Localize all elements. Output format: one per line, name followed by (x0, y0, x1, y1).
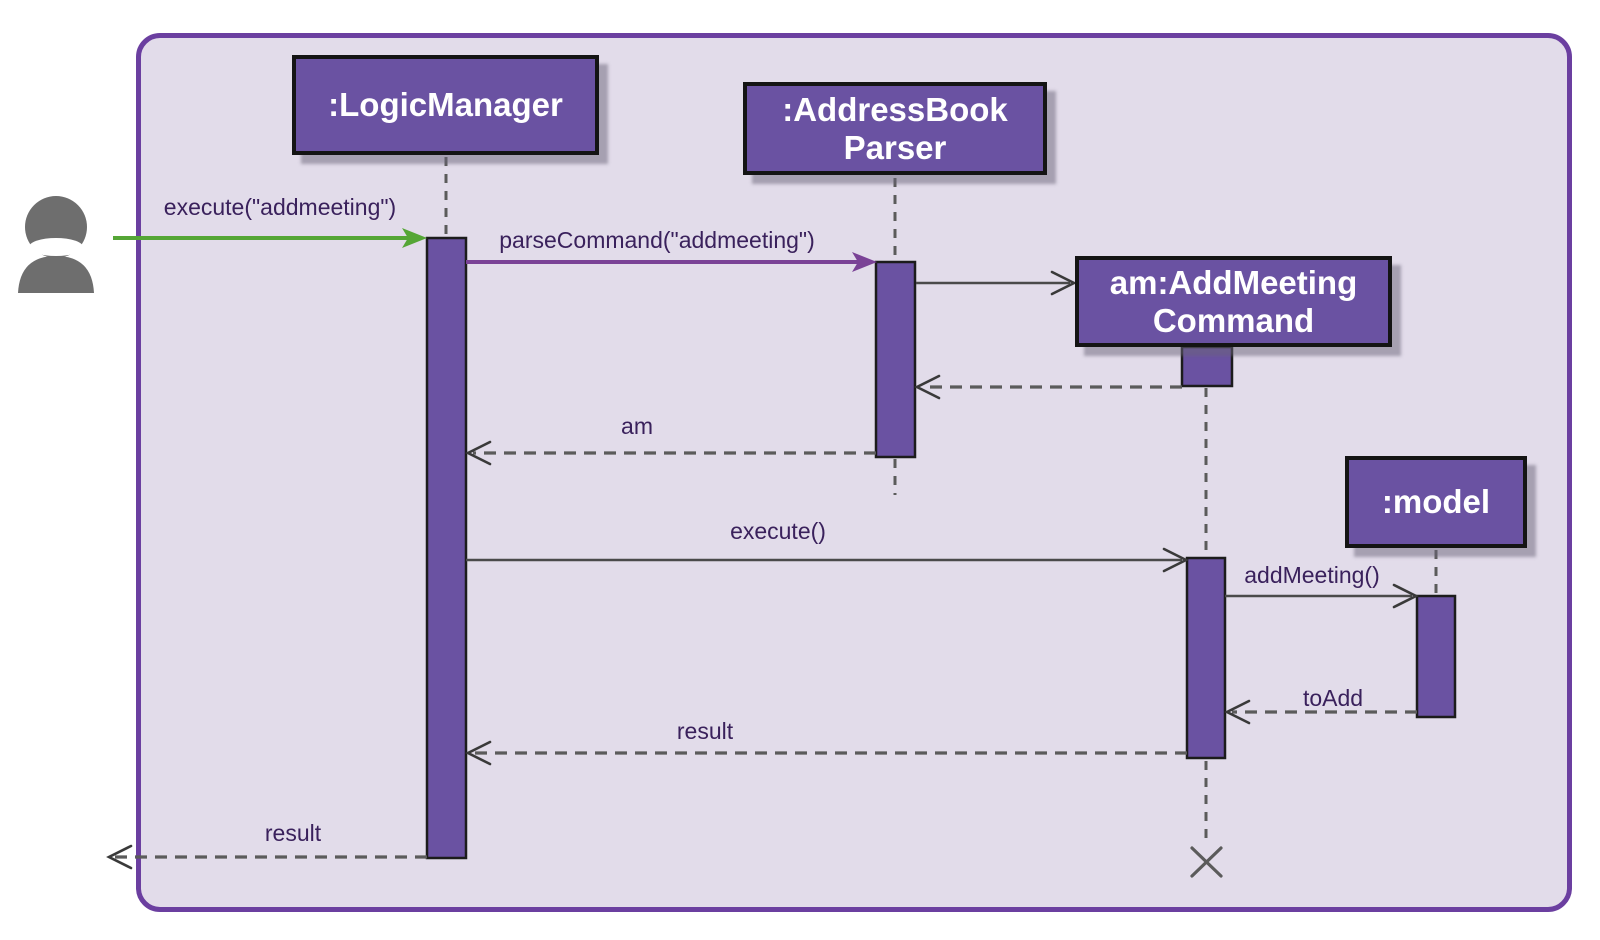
activation-logic-manager (425, 236, 468, 860)
message-label-result: result (676, 718, 734, 744)
message-arrow-return-toadd (1224, 699, 1417, 725)
message-arrow-execute (466, 547, 1189, 573)
activation-address-book-parser (874, 260, 917, 459)
participant-add-meeting-command: am:AddMeeting Command (1075, 256, 1392, 347)
participant-model: :model (1345, 456, 1527, 548)
message-arrow-return-result-to-user (106, 844, 427, 870)
message-label-toadd: toAdd (1302, 685, 1364, 711)
message-label-parsecommand: parseCommand("addmeeting") (499, 227, 815, 253)
activation-add-meeting-command-create (1180, 345, 1234, 388)
message-arrow-addmeeting (1225, 583, 1419, 609)
x-mark (1190, 846, 1223, 878)
message-arrow-create-add-meeting-command (916, 270, 1077, 296)
message-arrow-return-result (465, 740, 1187, 766)
message-label-result-to-user: result (264, 820, 322, 846)
diagram-frame (136, 33, 1572, 912)
activation-add-meeting-command-execute (1185, 556, 1227, 760)
message-label-addmeeting: addMeeting() (1244, 562, 1380, 588)
message-label-execute: execute() (730, 518, 826, 544)
participant-logic-manager: :LogicManager (292, 55, 599, 155)
message-arrow-parsecommand (466, 252, 877, 272)
message-arrow-execute-addmeeting (113, 228, 427, 248)
person-icon (18, 196, 94, 293)
activation-model (1415, 594, 1457, 719)
message-label-execute-addmeeting: execute("addmeeting") (163, 194, 397, 220)
message-arrow-return-am (465, 440, 876, 466)
message-arrow-return-to-parser (914, 374, 1182, 400)
message-label-am: am (621, 413, 653, 439)
participant-address-book-parser: :AddressBook Parser (743, 82, 1047, 175)
